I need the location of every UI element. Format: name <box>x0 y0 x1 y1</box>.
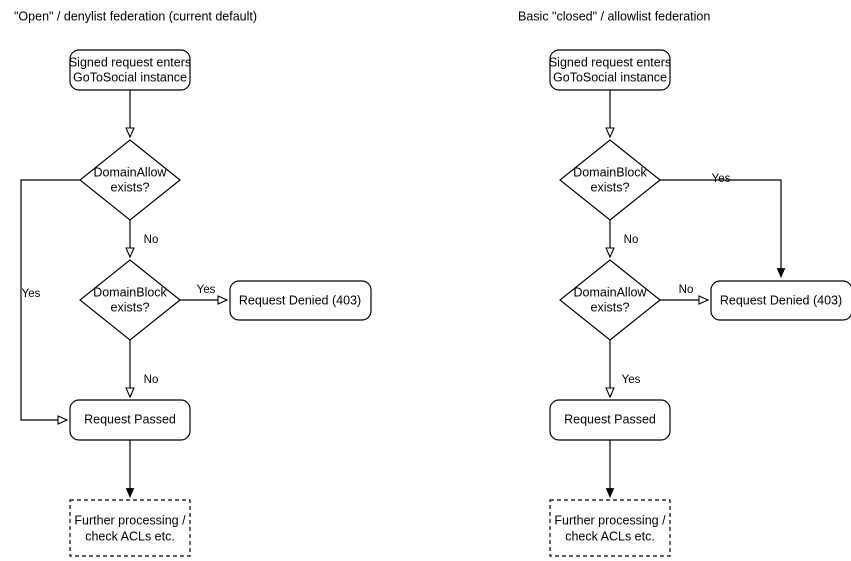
edge-label-domainallow-yes-right: Yes <box>622 374 641 386</box>
domainallow-label-line2-left: exists? <box>111 180 150 194</box>
edge-label-domainblock-no-right: No <box>624 234 639 246</box>
node-request-passed-left[interactable]: Request Passed <box>69 399 191 441</box>
further-processing-label-line1-right: Further processing / <box>554 513 666 527</box>
further-processing-box-right[interactable] <box>549 499 671 557</box>
edge-label-domainallow-yes-left: Yes <box>22 288 41 300</box>
node-decision-domainblock-left[interactable]: DomainBlock exists? <box>79 259 181 341</box>
start-label-line1-right: Signed request enters <box>549 55 671 69</box>
start-label-line2-left: GoToSocial instance <box>73 70 187 84</box>
edge-label-domainallow-no-left: No <box>144 234 159 246</box>
request-denied-box-left[interactable] <box>229 280 372 321</box>
node-decision-domainallow-left[interactable]: DomainAllow exists? <box>79 139 181 221</box>
edge-domainallow-yes-left <box>20 179 80 425</box>
node-request-denied-left[interactable]: Request Denied (403) <box>229 280 372 321</box>
node-decision-domainallow-right[interactable]: DomainAllow exists? <box>559 259 661 341</box>
panel-open-denylist: "Open" / denylist federation (current de… <box>14 9 372 557</box>
further-processing-label-line1-left: Further processing / <box>74 513 186 527</box>
domainblock-label-line2-left: exists? <box>111 300 150 314</box>
start-label-line2-right: GoToSocial instance <box>553 70 667 84</box>
request-passed-label-left: Request Passed <box>84 412 176 426</box>
node-request-denied-right[interactable]: Request Denied (403) <box>710 280 851 321</box>
panel-title-open-denylist: "Open" / denylist federation (current de… <box>14 9 257 23</box>
edge-label-domainblock-no-left: No <box>144 374 159 386</box>
request-denied-label-left: Request Denied (403) <box>239 293 361 307</box>
further-processing-label-line2-left: check ACLs etc. <box>85 529 175 543</box>
further-processing-label-line2-right: check ACLs etc. <box>565 529 655 543</box>
domainallow-label-line1-left: DomainAllow <box>94 165 168 179</box>
edge-domainblock-yes-right <box>660 179 786 279</box>
node-request-passed-right[interactable]: Request Passed <box>549 399 671 441</box>
node-start-left[interactable]: Signed request enters GoToSocial instanc… <box>69 49 191 91</box>
edge-label-domainblock-yes-right: Yes <box>712 173 731 185</box>
panel-closed-allowlist: Basic "closed" / allowlist federation Si… <box>518 9 851 557</box>
request-denied-box-right[interactable] <box>710 280 851 321</box>
node-start-right[interactable]: Signed request enters GoToSocial instanc… <box>549 49 671 91</box>
domainblock-label-line1-left: DomainBlock <box>93 285 167 299</box>
domainallow-label-line2-right: exists? <box>591 300 630 314</box>
node-decision-domainblock-right[interactable]: DomainBlock exists? <box>559 139 661 221</box>
node-further-processing-left[interactable]: Further processing / check ACLs etc. <box>69 499 191 557</box>
domainblock-label-line1-right: DomainBlock <box>573 165 647 179</box>
edge-label-domainallow-no-right: No <box>679 284 694 296</box>
edge-label-domainblock-yes-left: Yes <box>197 284 216 296</box>
request-denied-label-right: Request Denied (403) <box>720 293 842 307</box>
further-processing-box-left[interactable] <box>69 499 191 557</box>
domainallow-label-line1-right: DomainAllow <box>574 285 648 299</box>
panel-title-closed-allowlist: Basic "closed" / allowlist federation <box>518 9 710 23</box>
domainblock-label-line2-right: exists? <box>591 180 630 194</box>
node-further-processing-right[interactable]: Further processing / check ACLs etc. <box>549 499 671 557</box>
request-passed-label-right: Request Passed <box>564 412 656 426</box>
start-label-line1-left: Signed request enters <box>69 55 191 69</box>
